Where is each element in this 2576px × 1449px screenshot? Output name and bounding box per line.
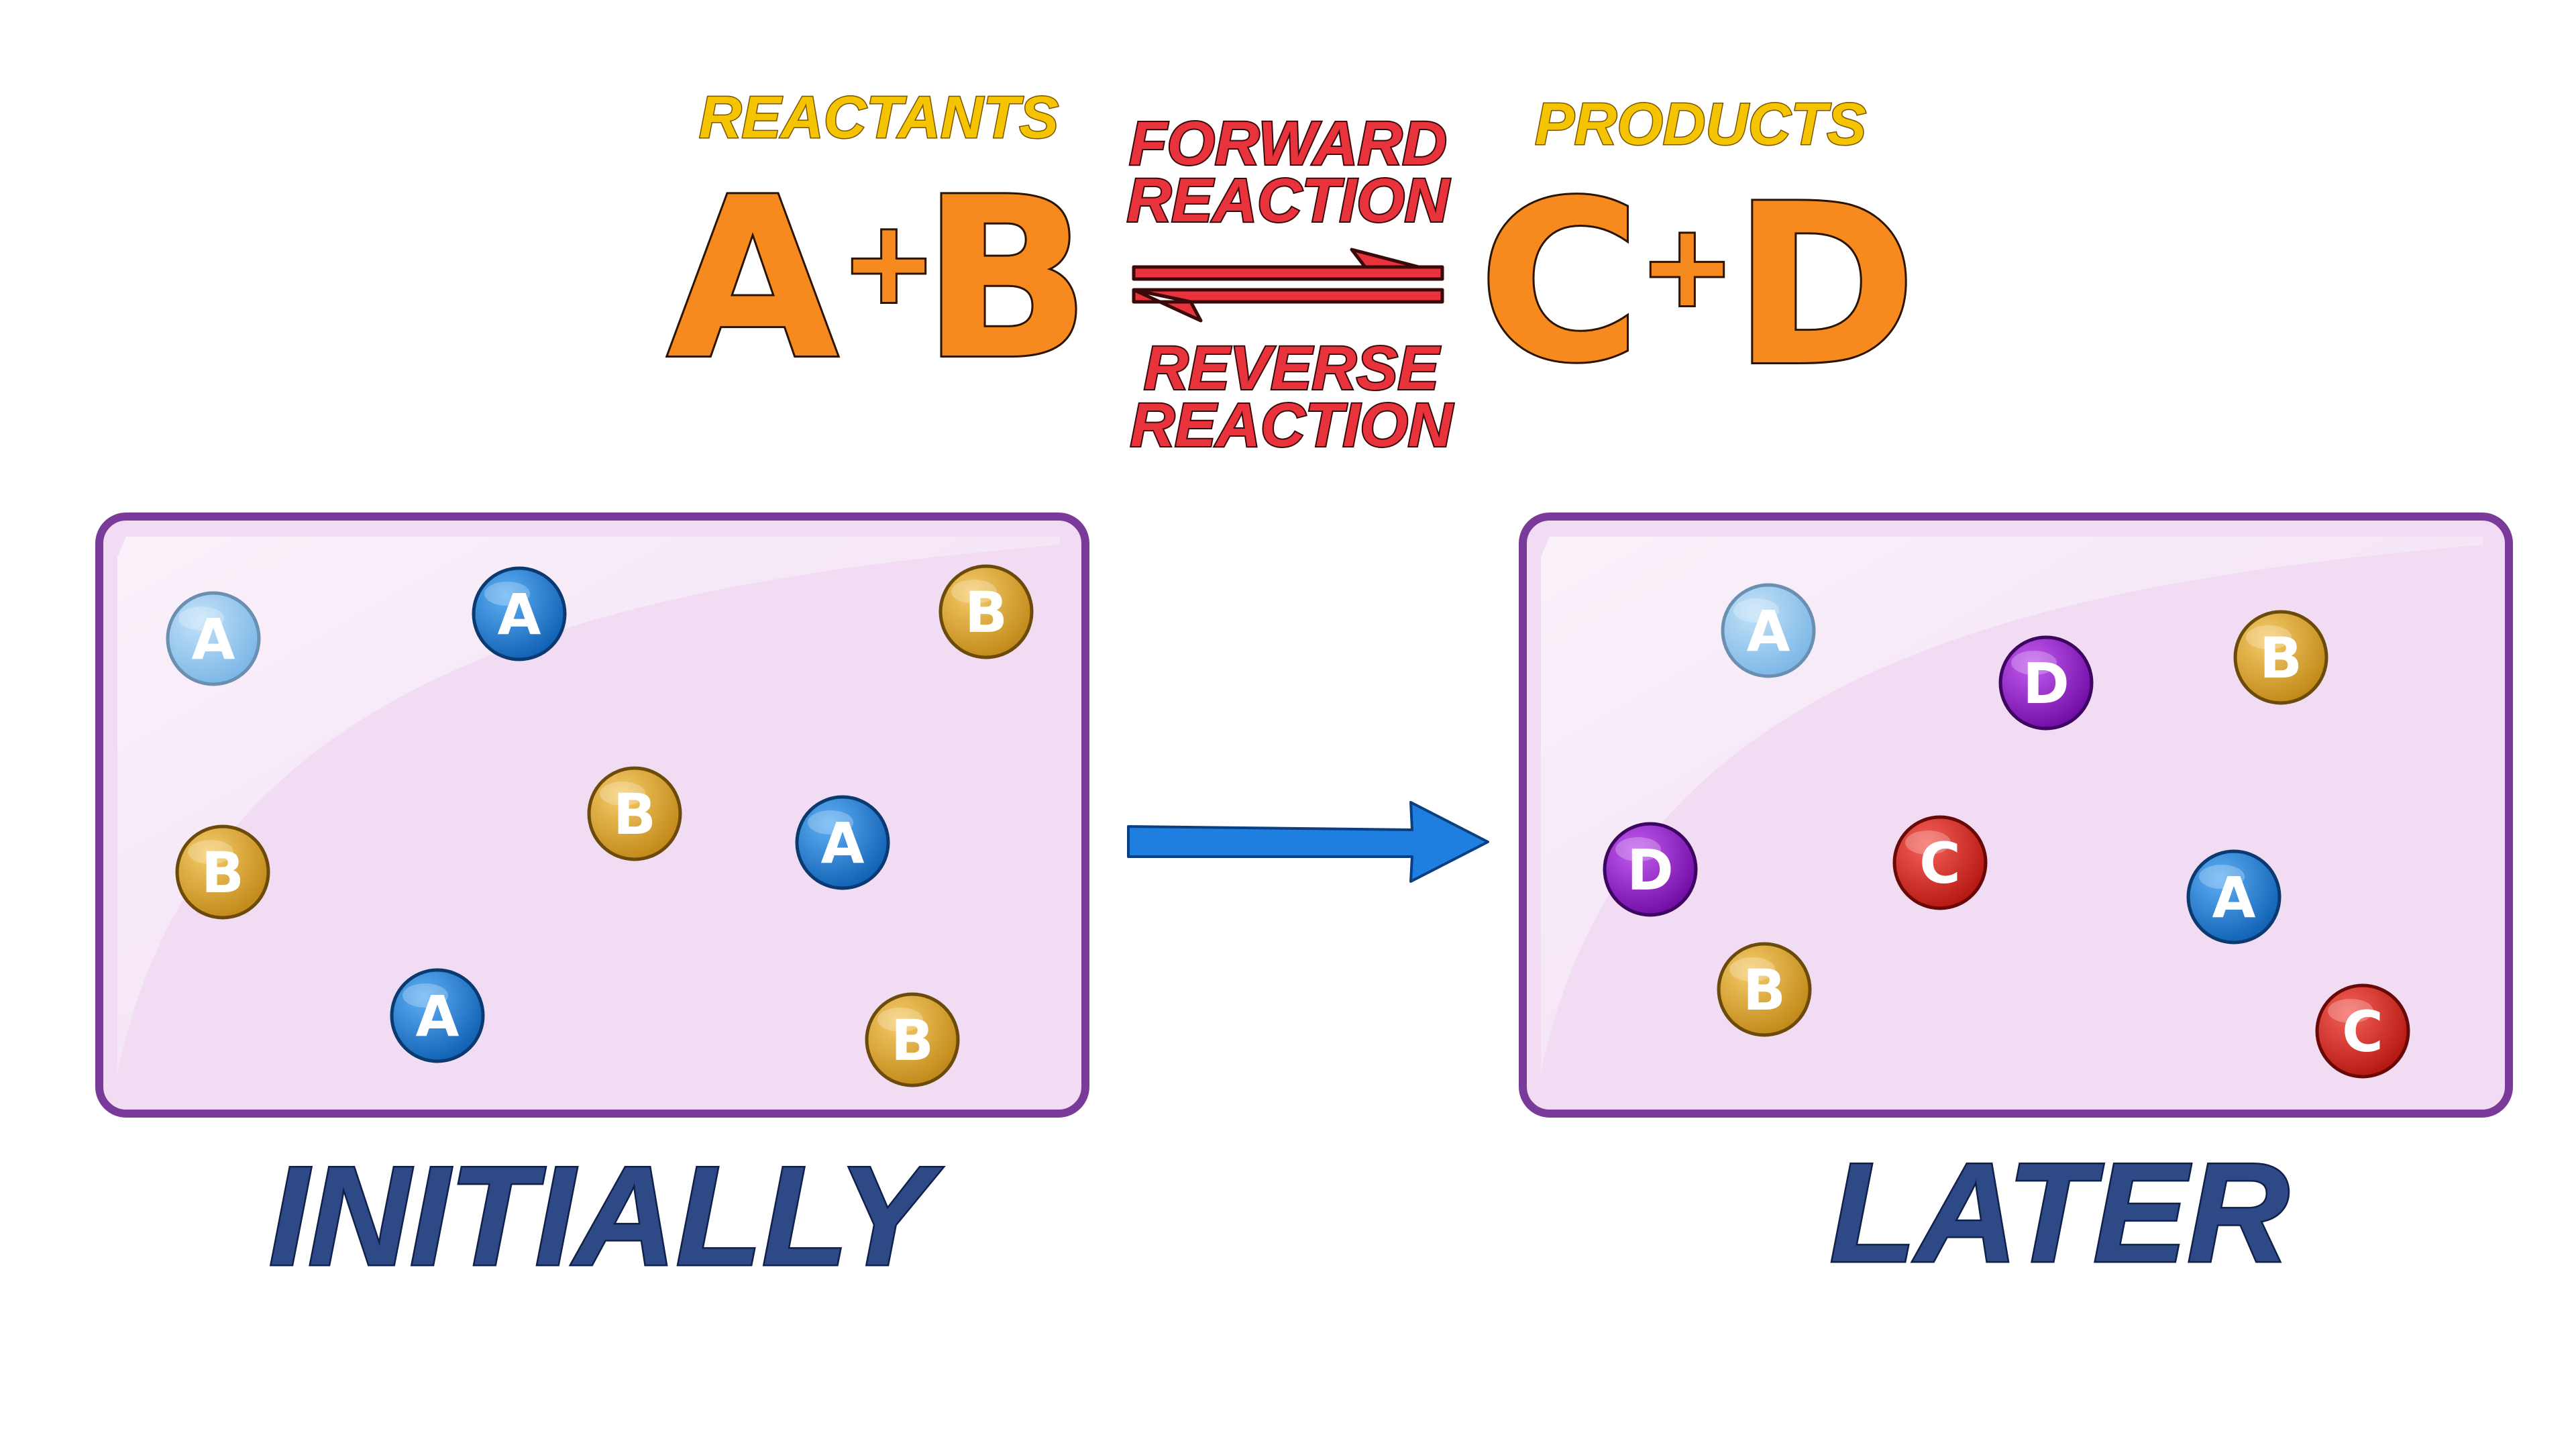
particle-ball: [175, 824, 270, 920]
later-particle-d: D: [1603, 822, 1698, 917]
initial-particle-a: A: [166, 591, 261, 686]
particle-label: B: [201, 840, 244, 906]
particle-label: B: [891, 1008, 934, 1073]
reactant-a: A: [667, 150, 840, 408]
particle-highlight: [877, 1008, 923, 1032]
particle-ball: [1603, 822, 1698, 917]
initial-particle-a: A: [472, 566, 567, 661]
particle-ball: [2315, 983, 2410, 1079]
particle-highlight: [1729, 957, 1775, 981]
particle-highlight: [1905, 830, 1951, 855]
particle-highlight: [188, 840, 233, 864]
particle-label: C: [2342, 999, 2383, 1065]
reactants-label: REACTANTS: [699, 84, 1059, 150]
product-d: D: [1733, 157, 1917, 415]
particle-ball: [865, 992, 960, 1087]
particle-label: A: [2212, 865, 2255, 930]
particle-label: D: [2023, 651, 2070, 716]
particle-highlight: [808, 810, 853, 835]
later-particle-c: C: [1892, 815, 1988, 910]
later-particle-b: B: [1717, 942, 1812, 1037]
particle-label: C: [1919, 830, 1961, 896]
particle-label: A: [820, 810, 864, 876]
later-state-label: LATER: [1830, 1134, 2289, 1291]
particle-label: B: [1743, 957, 1786, 1023]
products-label: PRODUCTS: [1535, 91, 1866, 157]
initial-particle-b: B: [587, 766, 682, 861]
transition-arrow: [1127, 801, 1489, 883]
particle-highlight: [600, 782, 645, 806]
particle-ball: [587, 766, 682, 861]
particle-highlight: [402, 983, 448, 1008]
particle-label: A: [497, 582, 541, 647]
particle-ball: [472, 566, 567, 661]
later-particle-b: B: [2233, 610, 2328, 705]
initial-particles: A A B B B A A B: [166, 564, 1034, 1087]
particle-ball: [2233, 610, 2328, 705]
plus-reactants: +: [841, 197, 936, 329]
later-particles: A D B D C A B C: [1603, 583, 2410, 1079]
plus-products: +: [1640, 200, 1735, 333]
particle-ball: [1998, 635, 2094, 731]
particle-ball: [390, 968, 485, 1063]
initial-particle-a: A: [390, 968, 485, 1063]
initial-particle-b: B: [175, 824, 270, 920]
forward-reaction-label-line2: REACTION: [1127, 166, 1451, 235]
particle-ball: [1892, 815, 1988, 910]
initial-particle-a: A: [795, 795, 890, 890]
later-particle-d: D: [1998, 635, 2094, 731]
reverse-reaction-label-line2: REACTION: [1130, 391, 1454, 460]
particle-highlight: [484, 582, 530, 606]
particle-ball: [795, 795, 890, 890]
particle-label: B: [613, 782, 656, 847]
particle-highlight: [951, 580, 997, 604]
particle-ball: [1717, 942, 1812, 1037]
reverse-arrow: [1132, 288, 1444, 323]
particle-ball: [2186, 849, 2282, 945]
initial-particle-b: B: [865, 992, 960, 1087]
particle-label: B: [965, 580, 1008, 645]
particle-ball: [938, 564, 1034, 659]
product-c: C: [1479, 154, 1641, 411]
particle-ball: [166, 591, 261, 686]
forward-reaction-label-line1: FORWARD: [1129, 109, 1447, 178]
particle-highlight: [2328, 999, 2373, 1023]
particle-highlight: [178, 606, 224, 631]
particle-label: A: [415, 983, 459, 1049]
particle-label: B: [2259, 625, 2302, 691]
particle-label: A: [191, 606, 235, 672]
later-particle-c: C: [2315, 983, 2410, 1079]
particle-ball: [1721, 583, 1816, 678]
particle-highlight: [2199, 865, 2245, 889]
particle-highlight: [2246, 625, 2292, 649]
initial-particle-b: B: [938, 564, 1034, 659]
reactant-b: B: [922, 150, 1091, 408]
particle-highlight: [1615, 837, 1661, 861]
later-particle-a: A: [1721, 583, 1816, 678]
particle-label: D: [1627, 837, 1674, 903]
initial-state-label: INITIALLY: [269, 1137, 943, 1295]
particle-highlight: [1733, 598, 1779, 623]
reverse-reaction-label-line1: REVERSE: [1144, 334, 1440, 402]
forward-arrow: [1132, 248, 1444, 281]
particle-label: A: [1746, 598, 1790, 664]
particle-highlight: [2011, 651, 2057, 675]
later-particle-a: A: [2186, 849, 2282, 945]
